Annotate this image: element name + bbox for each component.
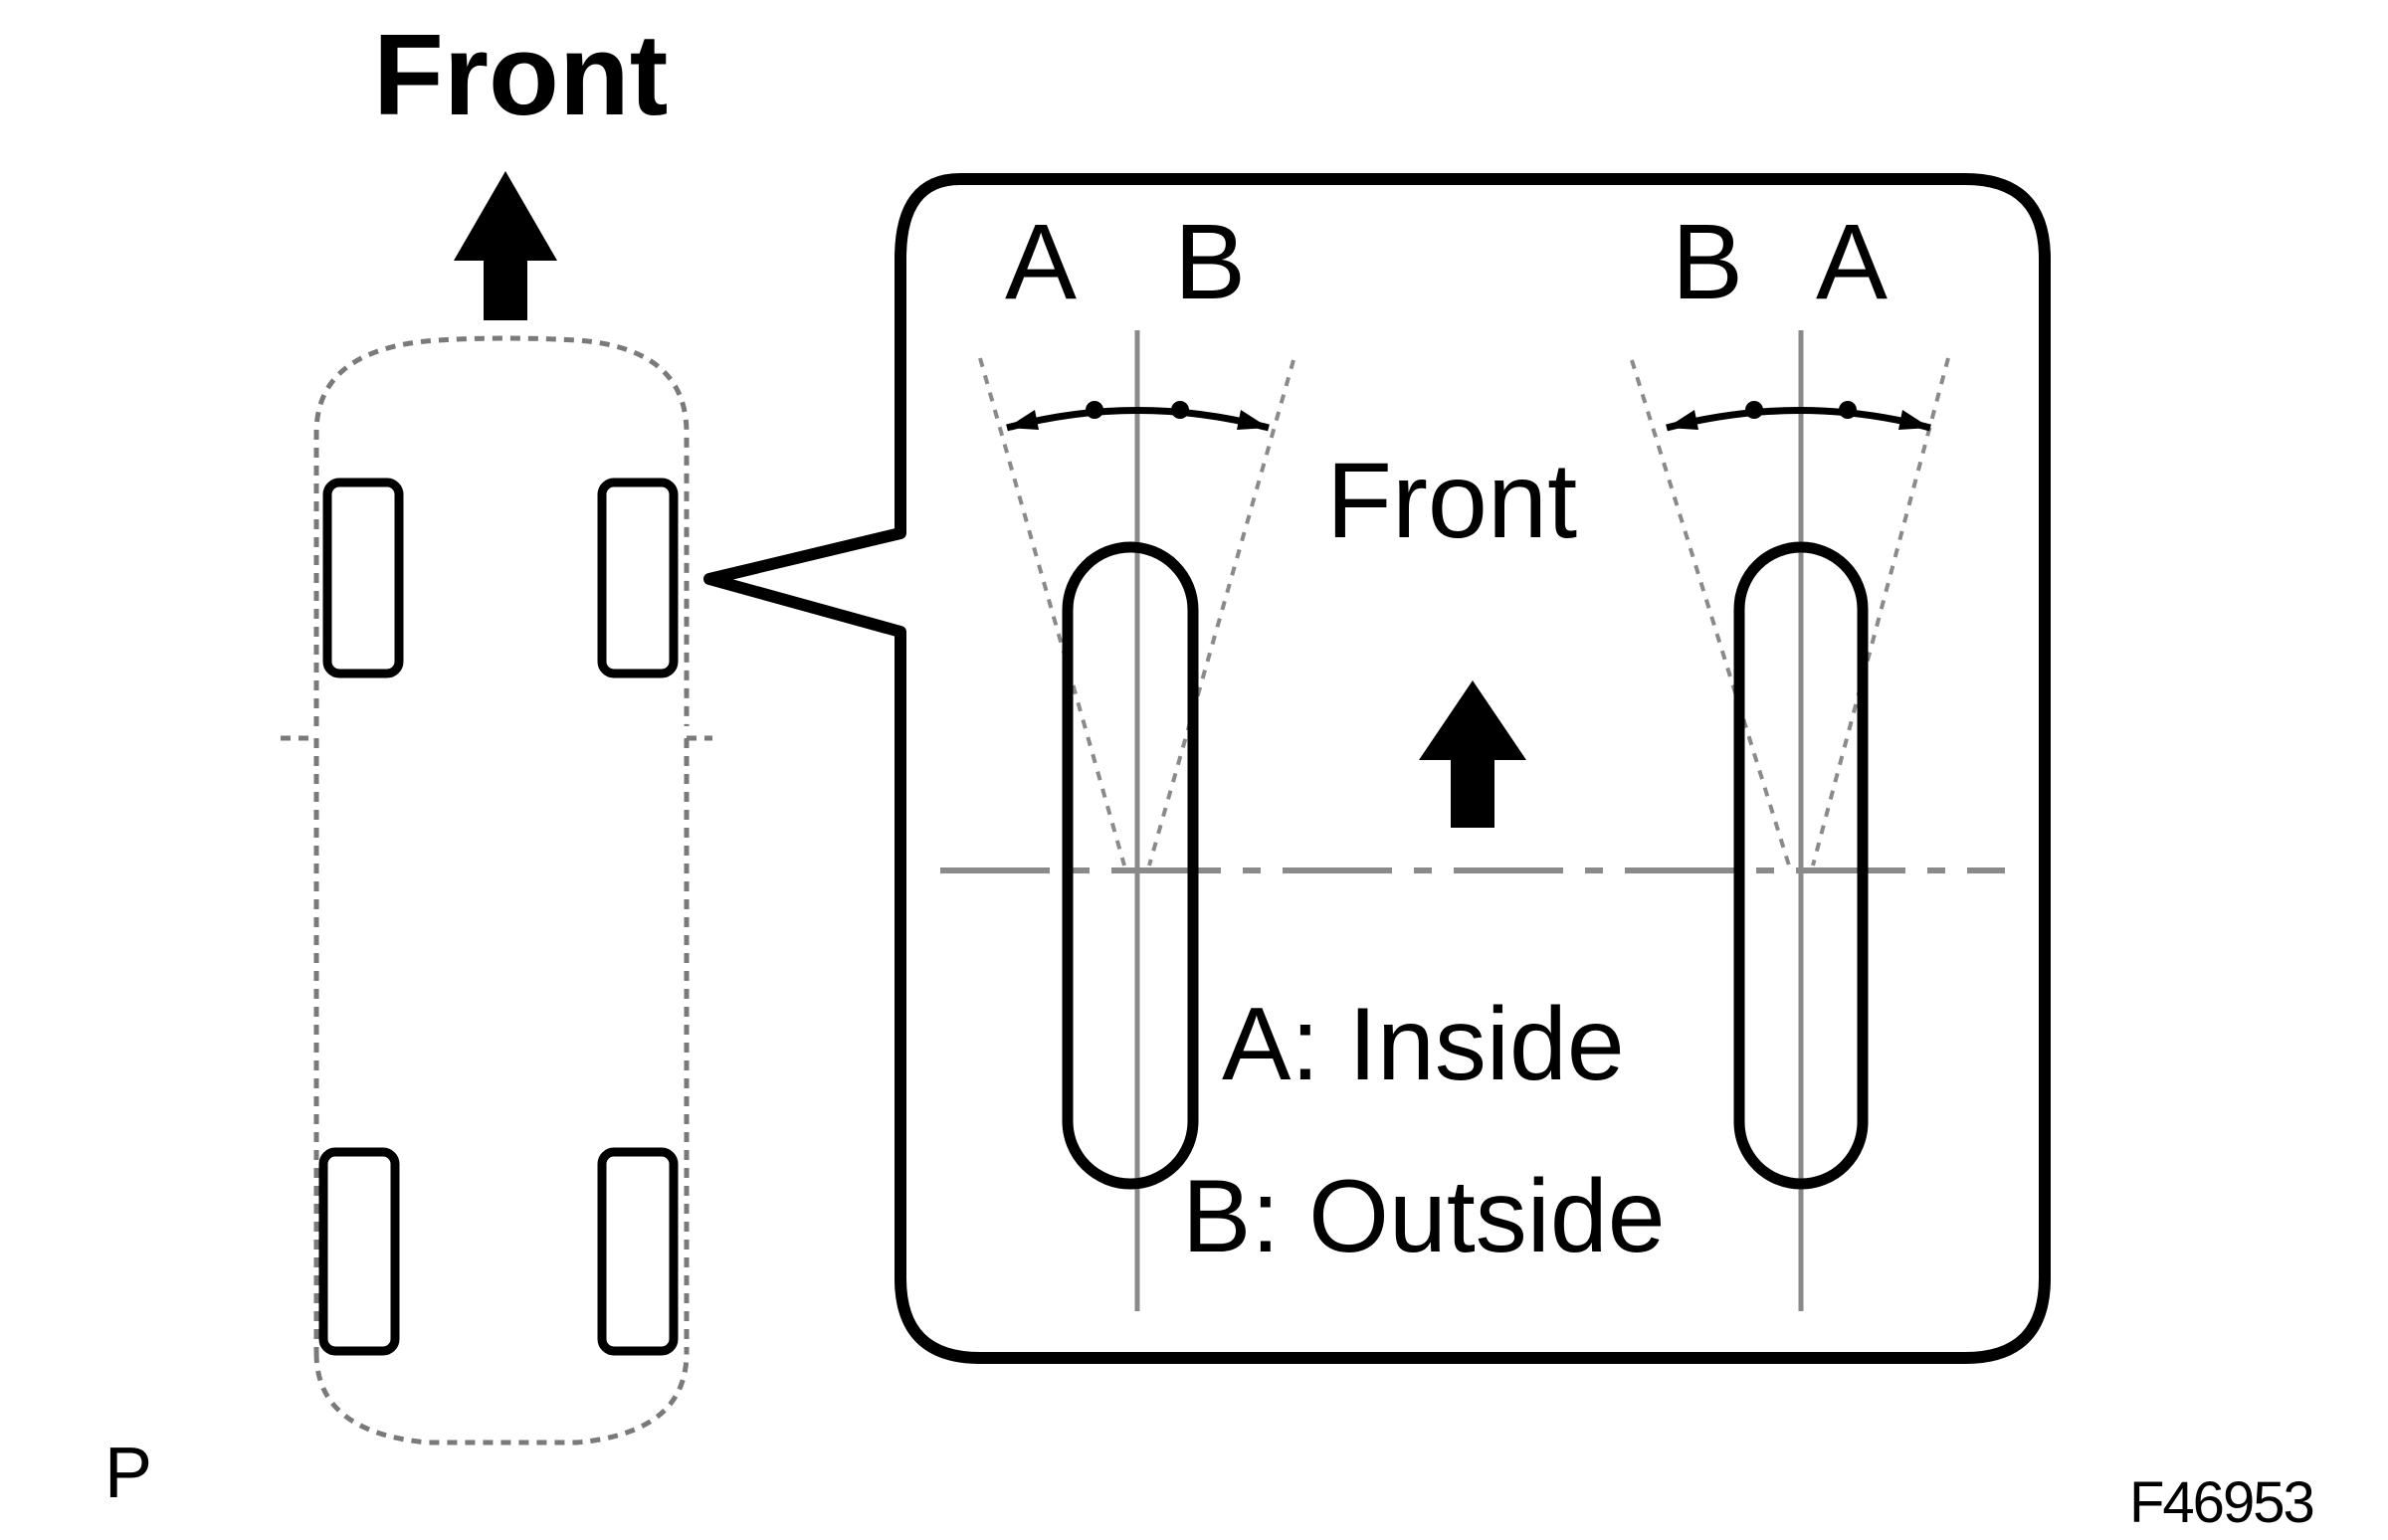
inset-arrow-icon <box>1419 680 1526 828</box>
left-wheel-toe-line-b <box>1147 359 1295 866</box>
key-a-inside: A: Inside <box>1222 987 1625 1102</box>
callout-inset: A B B A Front <box>703 173 2051 1364</box>
front-left-wheel <box>322 478 404 678</box>
callout-frame <box>703 173 2051 1364</box>
right-wheel-label-a: A <box>1816 201 1888 321</box>
front-right-wheel <box>597 478 679 678</box>
front-label-top: Front <box>373 10 668 139</box>
vehicle-body-side-right <box>684 735 712 1353</box>
front-label-inset: Front <box>1326 440 1577 560</box>
vehicle-rear-outline <box>313 1352 690 1445</box>
vehicle-body-side-left <box>281 735 319 1353</box>
right-wheel-toe-line-b <box>1630 359 1791 866</box>
right-wheel-detail: B A <box>1630 201 1950 1311</box>
corner-mark-p: P <box>104 1434 152 1513</box>
front-arrow-icon <box>454 171 557 320</box>
right-wheel-tire <box>1733 541 1869 1190</box>
left-wheel-detail: A B <box>978 201 1295 1311</box>
left-wheel-label-a: A <box>1005 201 1077 321</box>
rear-left-wheel <box>318 1147 400 1356</box>
right-wheel-label-b: B <box>1672 201 1743 321</box>
figure-code: F46953 <box>2129 1470 2313 1535</box>
left-wheel-toe-line-a <box>978 357 1126 866</box>
key-b-outside: B: Outside <box>1182 1159 1666 1274</box>
left-wheel-label-b: B <box>1174 201 1246 321</box>
left-wheel-tire <box>1062 541 1199 1190</box>
vehicle-top-view: Front <box>281 10 712 1445</box>
right-wheel-toe-line-a <box>1811 357 1950 866</box>
rear-right-wheel <box>597 1147 679 1356</box>
vehicle-body-outline <box>313 335 690 726</box>
left-wheel-toe-arc <box>1006 407 1270 432</box>
right-wheel-toe-arc <box>1666 407 1931 432</box>
